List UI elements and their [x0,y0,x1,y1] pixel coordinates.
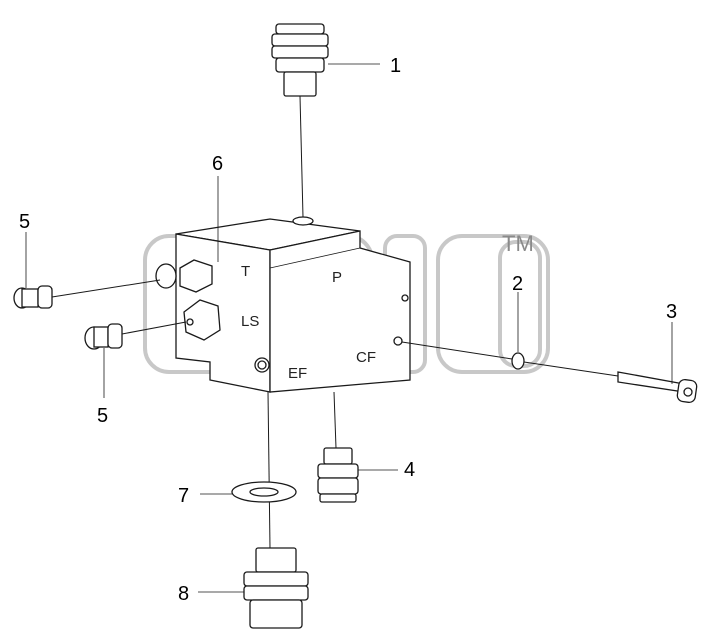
port-label-t: T [241,263,250,280]
plug-fitting-lower [84,321,187,350]
port-label-cf: CF [356,349,376,366]
fitting-bottom-right [317,391,359,503]
port-label-ls: LS [241,313,259,330]
fitting-bottom [243,391,309,629]
callout-4: 4 [404,459,415,481]
callout-3: 3 [666,301,677,323]
callout-7: 7 [178,485,189,507]
leader-lines [25,63,673,593]
washer [231,481,297,503]
port-label-p: P [332,269,342,286]
callout-6: 6 [212,153,223,175]
watermark-trademark: TM [502,231,534,256]
hex-plug-lower [183,299,221,341]
callout-5-lower: 5 [97,405,108,427]
o-ring [401,341,525,370]
callout-2: 2 [512,273,523,295]
callout-8: 8 [178,583,189,605]
plug-fitting-upper [13,279,161,309]
hex-plug-upper [155,259,213,293]
port-label-ef: EF [288,365,307,382]
bolt [523,361,698,404]
callout-5-upper: 5 [19,211,30,233]
callout-1: 1 [390,55,401,77]
fitting-top [271,23,329,218]
